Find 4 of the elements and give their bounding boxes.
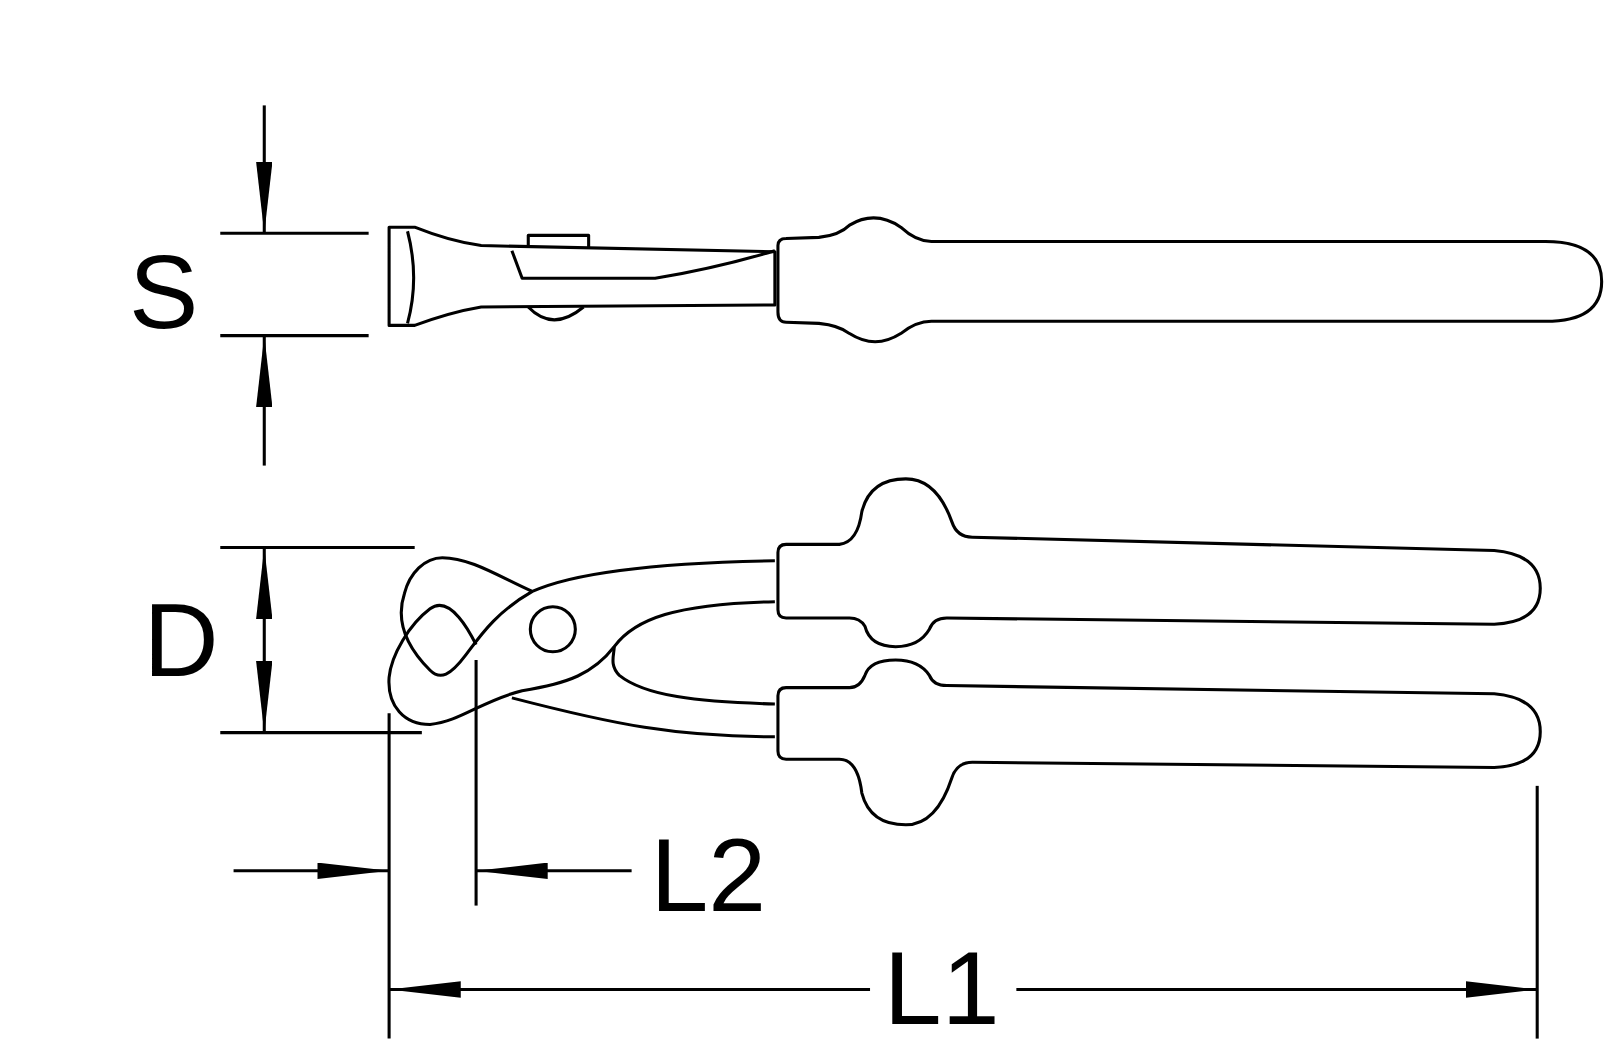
- dimension-label: L2: [650, 823, 767, 928]
- dimension-label: D: [143, 587, 219, 692]
- dimension-label: L1: [883, 935, 1000, 1040]
- dimension-label: S: [129, 239, 199, 344]
